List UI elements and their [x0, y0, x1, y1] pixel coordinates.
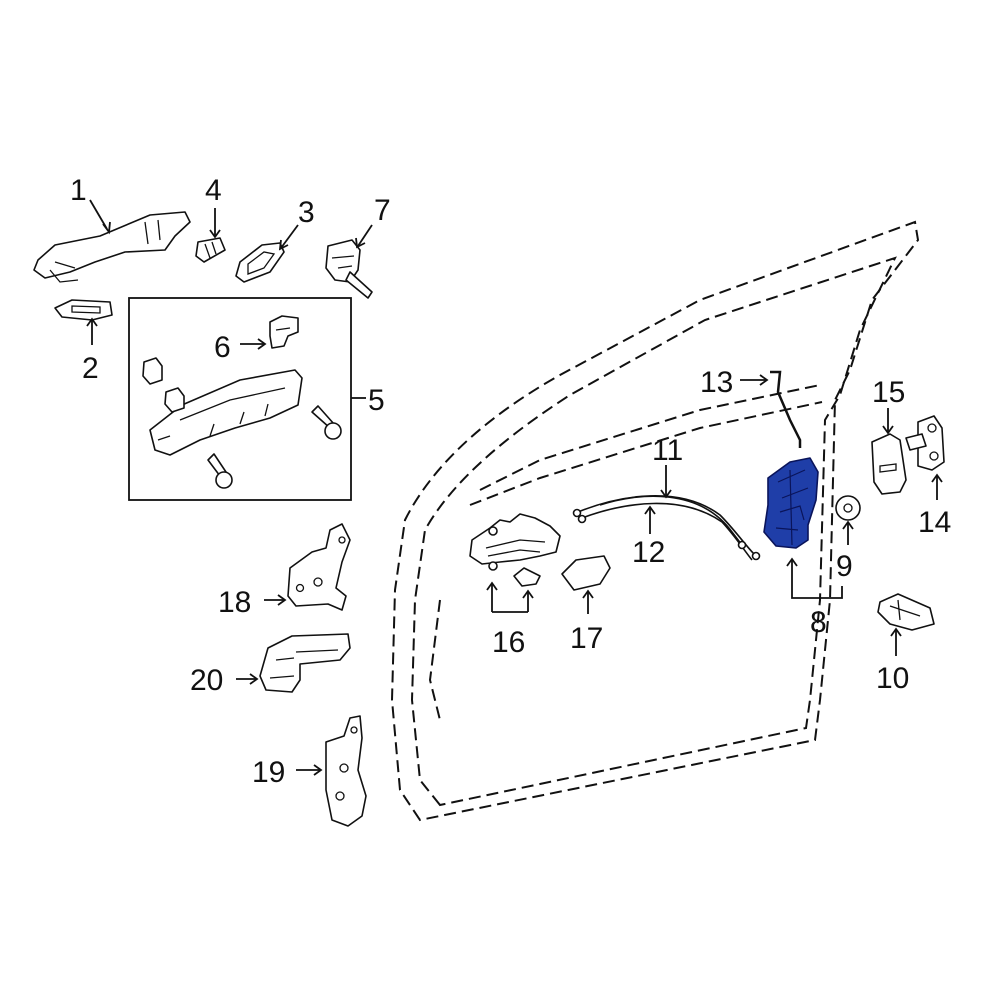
callout-3: 3: [298, 196, 315, 229]
washer-part: [835, 495, 861, 545]
callout-13: 13: [700, 366, 733, 399]
callout-19: 19: [252, 756, 285, 789]
callout-15: 15: [872, 376, 905, 409]
callout-10: 10: [876, 662, 909, 695]
gasket-part: [54, 299, 113, 345]
callout-17: 17: [570, 622, 603, 655]
handle-frame-kit-box: [128, 297, 366, 501]
callout-14: 14: [918, 506, 951, 539]
door-frame-outline: [390, 220, 920, 822]
inside-handle-part: [469, 513, 561, 613]
lock-rod-part: [740, 370, 802, 448]
outside-handle-part: [33, 199, 191, 283]
callout-labels: 1 2 3 4 5 6 7 8 9 10 11 12 13 14 15 16 1…: [70, 174, 951, 789]
lock-cables-part: [572, 465, 761, 561]
callout-2: 2: [82, 352, 99, 385]
lock-cylinder-part: [325, 224, 373, 299]
callout-4: 4: [205, 174, 222, 207]
callout-16: 16: [492, 626, 525, 659]
callout-11: 11: [652, 434, 683, 467]
door-check-part: [236, 633, 351, 693]
callout-7: 7: [374, 194, 391, 227]
striker-cover-part: [871, 408, 907, 495]
handle-cover-part: [561, 555, 611, 614]
callout-9: 9: [836, 550, 853, 583]
lock-bracket-part: [877, 593, 935, 656]
callout-20: 20: [190, 664, 223, 697]
callout-1: 1: [70, 174, 87, 207]
callout-12: 12: [632, 536, 665, 569]
cap-part: [195, 208, 226, 263]
callout-8: 8: [810, 606, 827, 639]
door-striker-part: [905, 415, 945, 500]
callout-6: 6: [214, 331, 231, 364]
upper-hinge-part: [264, 523, 351, 611]
bezel-part: [235, 224, 299, 283]
door-lock-actuator-part: [763, 457, 843, 599]
callout-18: 18: [218, 586, 251, 619]
lower-hinge-part: [296, 715, 367, 827]
callout-5: 5: [368, 384, 385, 417]
